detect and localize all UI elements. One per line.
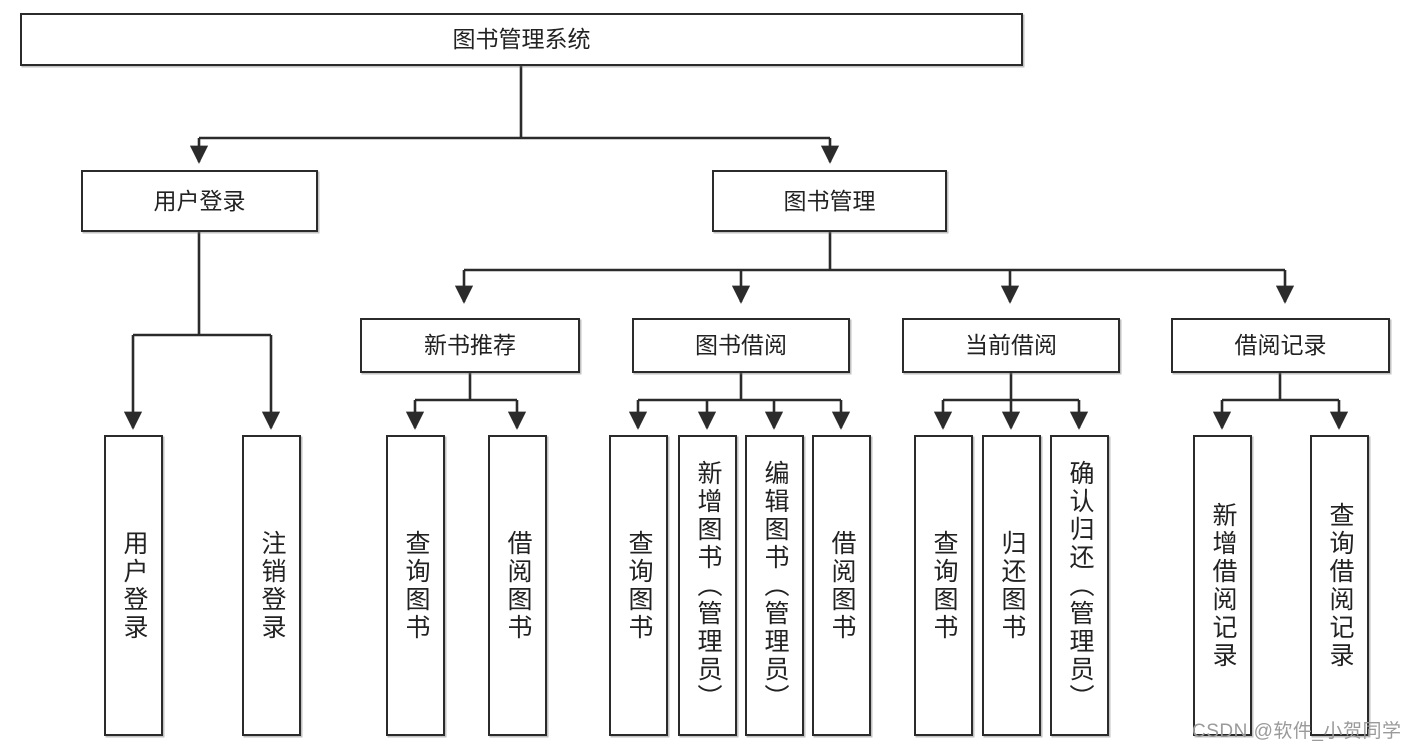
node-label: 借阅图书 [828,529,856,642]
leaf-current-return-book[interactable]: 归还图书 [982,435,1041,736]
node-label: 图书管理系统 [452,26,591,53]
leaf-recommend-query-book[interactable]: 查询图书 [386,435,445,736]
node-label: 当前借阅 [965,332,1057,359]
node-label: 查询图书 [930,529,958,642]
node-root-system[interactable]: 图书管理系统 [20,13,1023,66]
node-label: 注销登录 [258,529,286,642]
node-label: 新书推荐 [424,332,516,359]
leaf-current-confirm-return-admin[interactable]: 确认归还（管理员） [1050,435,1109,736]
node-label: 用户登录 [153,187,246,214]
watermark: CSDN @软件_小贺同学 [1192,721,1402,742]
node-book-management[interactable]: 图书管理 [712,170,947,232]
node-label: 编辑图书（管理员） [761,459,789,712]
node-label: 查询借阅记录 [1326,501,1354,670]
leaf-user-login-login[interactable]: 用户登录 [104,435,163,736]
node-label: 新增借阅记录 [1209,501,1237,670]
leaf-current-query-book[interactable]: 查询图书 [914,435,973,736]
leaf-user-login-logout[interactable]: 注销登录 [242,435,301,736]
node-book-borrow[interactable]: 图书借阅 [632,318,850,373]
node-label: 借阅图书 [504,529,532,642]
node-current-borrow[interactable]: 当前借阅 [902,318,1120,373]
node-label: 确认归还（管理员） [1066,459,1094,712]
leaf-record-query-record[interactable]: 查询借阅记录 [1310,435,1369,736]
node-new-book-recommend[interactable]: 新书推荐 [360,318,580,373]
leaf-borrow-borrow-book[interactable]: 借阅图书 [812,435,871,736]
leaf-borrow-edit-book-admin[interactable]: 编辑图书（管理员） [745,435,804,736]
node-label: 图书管理 [783,187,876,214]
node-label: 新增图书（管理员） [694,459,722,712]
node-label: 查询图书 [402,529,430,642]
node-label: 归还图书 [998,529,1026,642]
leaf-record-add-record[interactable]: 新增借阅记录 [1193,435,1252,736]
node-label: 用户登录 [120,529,148,642]
node-user-login[interactable]: 用户登录 [81,170,318,232]
node-label: 图书借阅 [695,332,787,359]
node-borrow-record[interactable]: 借阅记录 [1171,318,1390,373]
node-label: 借阅记录 [1234,332,1327,359]
leaf-borrow-query-book[interactable]: 查询图书 [609,435,668,736]
leaf-borrow-add-book-admin[interactable]: 新增图书（管理员） [678,435,737,736]
node-label: 查询图书 [625,529,653,642]
leaf-recommend-borrow-book[interactable]: 借阅图书 [488,435,547,736]
